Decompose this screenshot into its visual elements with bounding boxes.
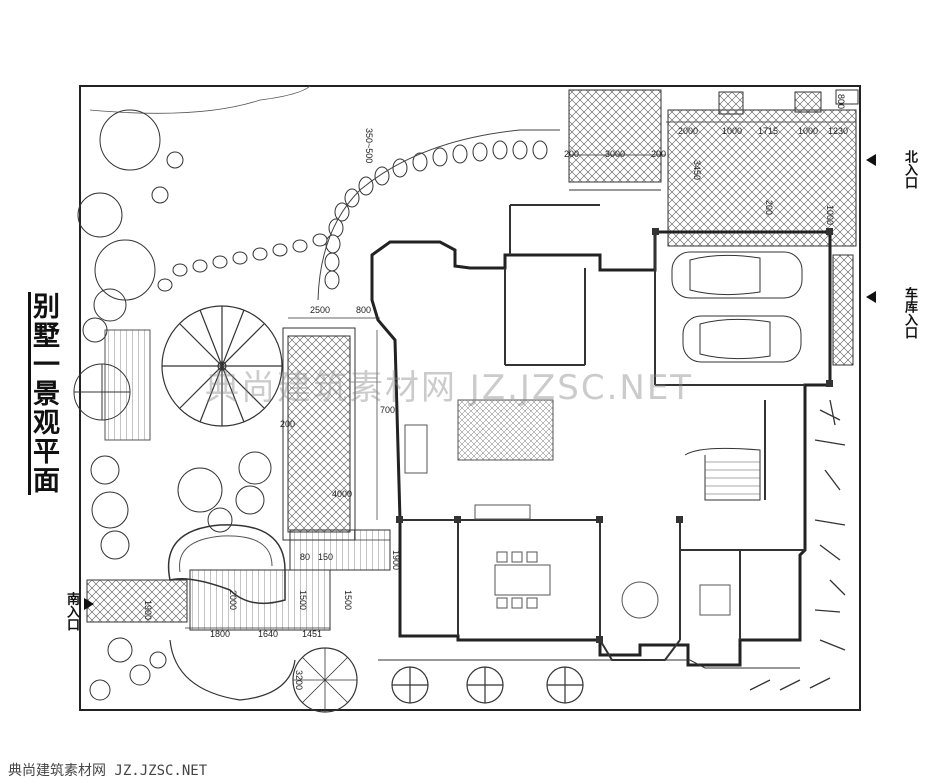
- dim-2500: 2500: [310, 305, 330, 315]
- dim-1900b: 1900: [143, 600, 153, 620]
- dim-1900a: 1900: [391, 550, 401, 570]
- garage-entrance-arrow-icon: [866, 291, 876, 303]
- dim-1000c: 1000: [825, 205, 835, 225]
- dim-3450: 3450: [692, 160, 702, 180]
- dim-1715: 1715: [758, 126, 778, 136]
- dining-table: [494, 564, 551, 596]
- shrubs-left: [77, 109, 272, 701]
- dim-1000a: 1000: [722, 126, 742, 136]
- dim-200d: 200: [280, 419, 295, 429]
- watermark-bottom: 典尚建筑素材网 JZ.JZSC.NET: [8, 763, 208, 779]
- south-entrance-arrow-icon: [84, 598, 94, 610]
- dim-4000: 4000: [332, 489, 352, 499]
- pond: [167, 524, 286, 605]
- dim-800a: 800: [836, 94, 846, 109]
- dim-80: 80: [300, 552, 310, 562]
- dim-800b: 800: [356, 305, 371, 315]
- dim-200a: 200: [564, 149, 579, 159]
- dim-2000b: 2000: [228, 590, 238, 610]
- garage-entrance-label: 车库入口: [902, 287, 917, 339]
- site-boundary: [79, 85, 861, 711]
- dim-1500a: 1500: [343, 590, 353, 610]
- house-outline: [370, 230, 832, 667]
- north-terrace-left: [568, 89, 662, 183]
- dim-350-500: 350~500: [364, 128, 374, 163]
- dim-1230: 1230: [828, 126, 848, 136]
- dim-1800: 1800: [210, 629, 230, 639]
- wood-deck: [189, 569, 331, 631]
- trees-bottom: [391, 666, 584, 704]
- dim-2000a: 2000: [678, 126, 698, 136]
- north-terrace-right: [667, 109, 857, 247]
- round-pergola: [161, 305, 283, 427]
- main-stair: [684, 447, 761, 501]
- dim-200c: 200: [764, 200, 774, 215]
- drawing-title: 别墅一景观平面: [28, 292, 63, 495]
- north-entrance-arrow-icon: [866, 154, 876, 166]
- dim-1500b: 1500: [298, 590, 308, 610]
- dim-3200: 3200: [294, 670, 304, 690]
- dimensions: 2000 1000 1715 1000 1230 200 3000 200 34…: [143, 94, 848, 690]
- dim-1000b: 1000: [798, 126, 818, 136]
- dim-200b: 200: [651, 149, 666, 159]
- planting-strip: [287, 335, 351, 533]
- garage-cars: [671, 251, 803, 363]
- dim-150: 150: [318, 552, 333, 562]
- dim-1640: 1640: [258, 629, 278, 639]
- watermark: 典尚建筑素材网 JZ.JZSC.NET: [205, 368, 694, 408]
- living-rug: [457, 399, 554, 461]
- north-entrance-label: 北入口: [902, 150, 917, 189]
- stepping-stones: [157, 140, 548, 292]
- south-entrance-label: 南入口: [64, 592, 79, 631]
- dim-3000: 3000: [605, 149, 625, 159]
- dim-700: 700: [380, 405, 395, 415]
- dim-1451: 1451: [302, 629, 322, 639]
- bamboo-planting: [749, 399, 846, 691]
